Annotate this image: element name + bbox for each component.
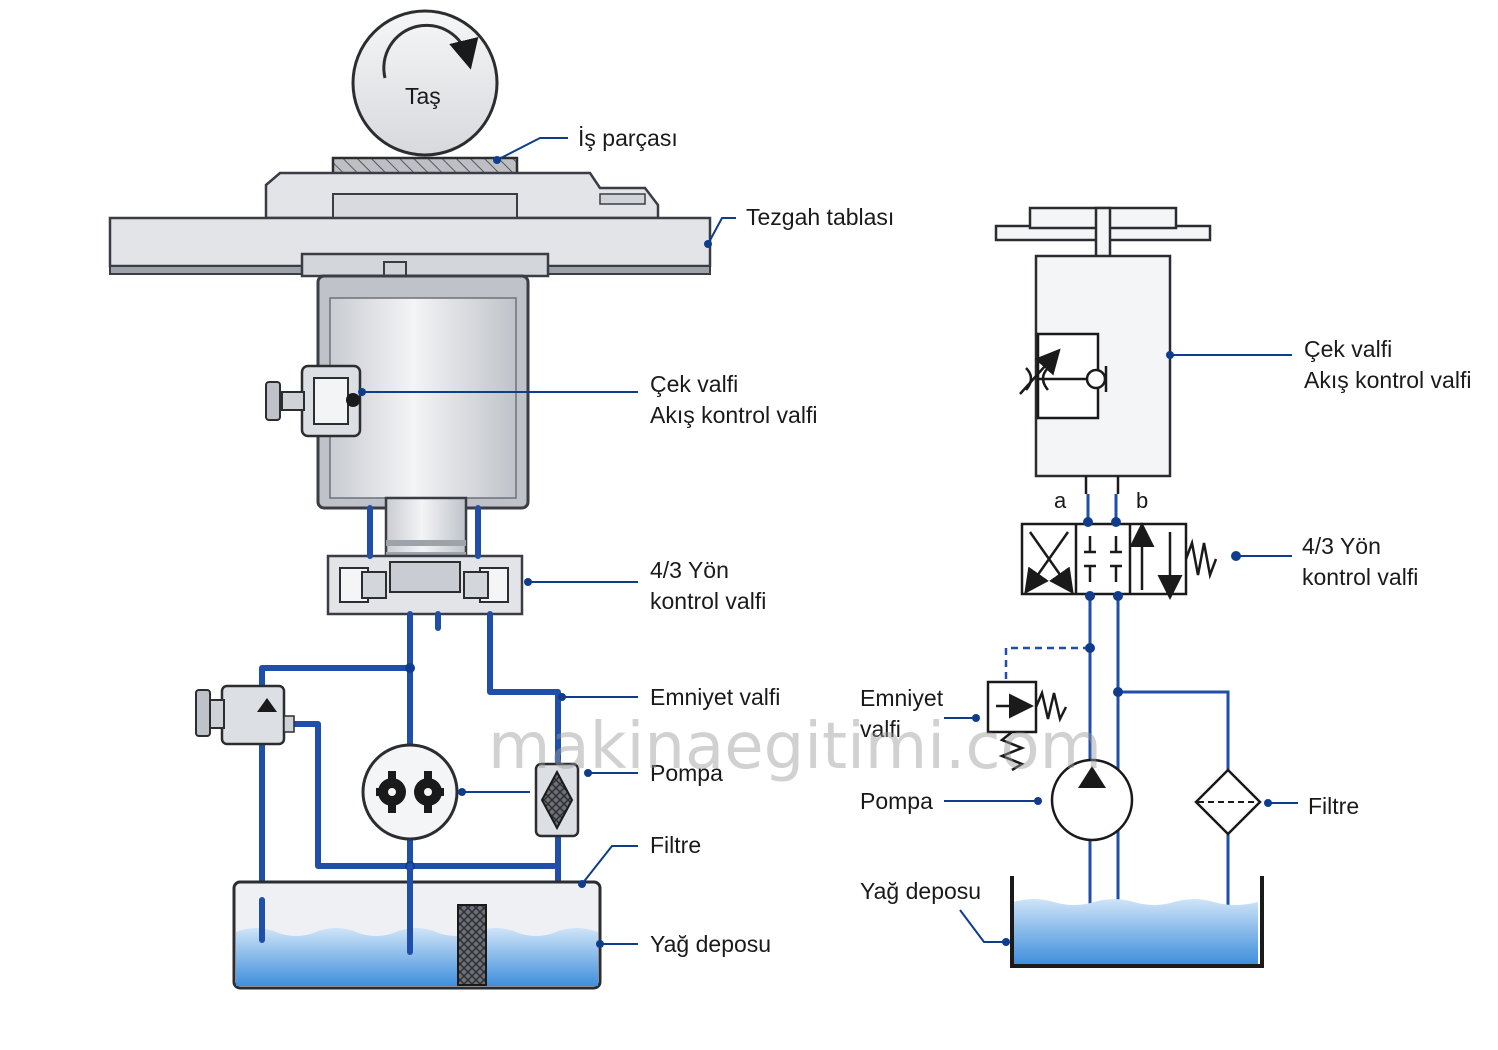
grinding-wheel: Taş <box>351 9 499 157</box>
left-pompa-label: Pompa <box>650 760 723 786</box>
right-filtre-label: Filtre <box>1308 793 1359 819</box>
left-yon-label-2: kontrol valfi <box>650 588 766 614</box>
left-emniyet-label: Emniyet valfi <box>650 684 780 710</box>
left-filtre-label: Filtre <box>650 832 701 858</box>
left-akis-kontrol-label: Akış kontrol valfi <box>650 402 817 428</box>
right-yon-label-2: kontrol valfi <box>1302 564 1418 590</box>
relief-valve-symbol <box>986 680 1068 772</box>
is-parcasi-label: İş parçası <box>578 125 678 151</box>
oil-tank-right <box>1010 876 1264 968</box>
right-callouts: Çek valfi Akış kontrol valfi 4/3 Yön kon… <box>860 336 1471 946</box>
hydraulic-cylinder <box>300 252 550 562</box>
tas-label: Taş <box>405 83 441 109</box>
right-cek-valfi-label: Çek valfi <box>1304 336 1392 362</box>
left-callouts: İş parçası Tezgah tablası Çek valfi Akış… <box>358 125 894 957</box>
right-schematic: a b <box>860 206 1471 968</box>
right-yag-label: Yağ deposu <box>860 878 981 904</box>
flow-check-valve <box>265 364 362 438</box>
left-pictorial: Taş <box>108 9 894 990</box>
cylinder-symbol <box>994 206 1212 494</box>
right-yon-label-1: 4/3 Yön <box>1302 533 1381 559</box>
directional-valve-block <box>326 554 524 616</box>
relief-valve <box>195 684 295 746</box>
right-emniyet-label-1: Emniyet <box>860 685 944 711</box>
port-a-label: a <box>1054 488 1067 513</box>
watermark: makinaegitimi.com <box>488 710 1102 784</box>
directional-valve-symbol <box>1020 522 1218 600</box>
filter-symbol <box>1194 768 1262 836</box>
left-yon-label-1: 4/3 Yön <box>650 557 729 583</box>
left-yag-label: Yağ deposu <box>650 931 771 957</box>
gear-pump <box>361 743 459 841</box>
pump-symbol <box>1050 758 1134 842</box>
right-pompa-label: Pompa <box>860 788 933 814</box>
right-akis-kontrol-label: Akış kontrol valfi <box>1304 367 1471 393</box>
tezgah-tablasi-label: Tezgah tablası <box>746 204 894 230</box>
left-cek-valfi-label: Çek valfi <box>650 371 738 397</box>
oil-tank-left <box>232 863 602 990</box>
filter <box>534 762 580 838</box>
port-b-label: b <box>1136 488 1148 513</box>
right-emniyet-label-2: valfi <box>860 716 901 742</box>
